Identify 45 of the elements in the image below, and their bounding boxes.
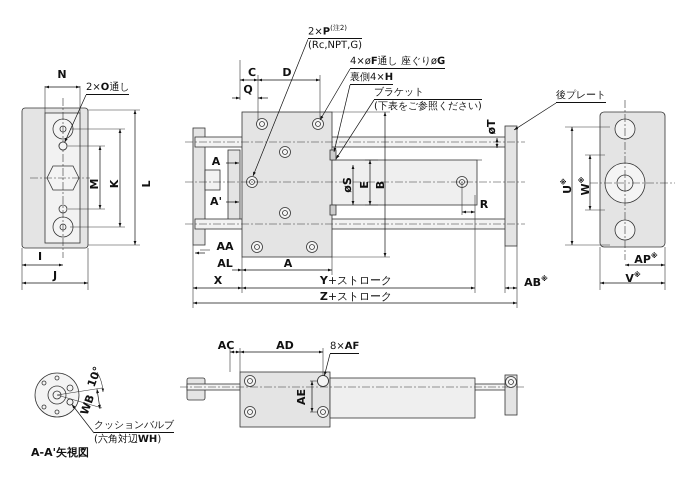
callout-text: クッションバルブ bbox=[94, 419, 174, 433]
callout-text: 4×øF通し 座ぐりøG bbox=[350, 55, 446, 69]
dimension-label: AC bbox=[218, 340, 234, 352]
dimension-label: A' bbox=[210, 196, 222, 208]
dimension-label: AL bbox=[217, 258, 233, 270]
dimension-label: B bbox=[375, 180, 387, 190]
dimension-label: N bbox=[57, 69, 67, 81]
callout-text: ブラケット bbox=[374, 86, 482, 100]
dimension-label: A bbox=[212, 156, 220, 168]
dimension-label: Z+ストローク bbox=[320, 291, 392, 303]
dimension-label: V$^{※}$ bbox=[625, 270, 641, 285]
dimension-label: WB bbox=[78, 393, 98, 417]
hole bbox=[317, 375, 329, 387]
dimension-label: A-A'矢視図 bbox=[31, 447, 89, 459]
dimension-label: AD bbox=[276, 340, 294, 352]
dimension-label: X bbox=[214, 275, 222, 287]
dimension-label: J bbox=[52, 270, 58, 282]
dimension-label: Q bbox=[243, 84, 253, 96]
hole bbox=[58, 142, 68, 150]
dimension-label: 10° bbox=[86, 365, 104, 389]
callout-text: 2×P$^{(注2)}$ bbox=[308, 22, 362, 40]
callout-text: (Rc,NPT,G) bbox=[308, 39, 362, 52]
dimension-label: K bbox=[109, 180, 121, 188]
callout-text: 8×AF bbox=[330, 340, 360, 354]
hole bbox=[66, 398, 74, 406]
dimension-label: AB$^{※}$ bbox=[524, 274, 548, 289]
callout-text: (六角対辺WH) bbox=[94, 433, 162, 446]
dimension-label: M bbox=[89, 178, 101, 190]
callout-text: 後プレート bbox=[556, 89, 606, 103]
callout-text: 2×O通し bbox=[86, 81, 130, 95]
callout-text: 裏側4×H bbox=[350, 71, 394, 85]
dimension-label: A bbox=[284, 258, 292, 270]
dimension-label: C bbox=[248, 67, 256, 79]
dimension-label: R bbox=[480, 199, 488, 211]
dimension-label: øT bbox=[486, 119, 498, 135]
dimension-label: E bbox=[359, 181, 371, 189]
dimension-label: AA bbox=[216, 241, 234, 253]
dimension-label: AP$^{※}$ bbox=[634, 251, 658, 266]
dimension-label: L bbox=[141, 180, 153, 188]
dimension-label: D bbox=[282, 67, 292, 79]
dimension-label: I bbox=[38, 251, 42, 263]
dimension-label: AE bbox=[296, 388, 308, 406]
callout-text: (下表をご参照ください) bbox=[374, 100, 482, 113]
dimension-label: Y+ストローク bbox=[320, 275, 392, 287]
dimension-label: øS bbox=[342, 177, 354, 193]
